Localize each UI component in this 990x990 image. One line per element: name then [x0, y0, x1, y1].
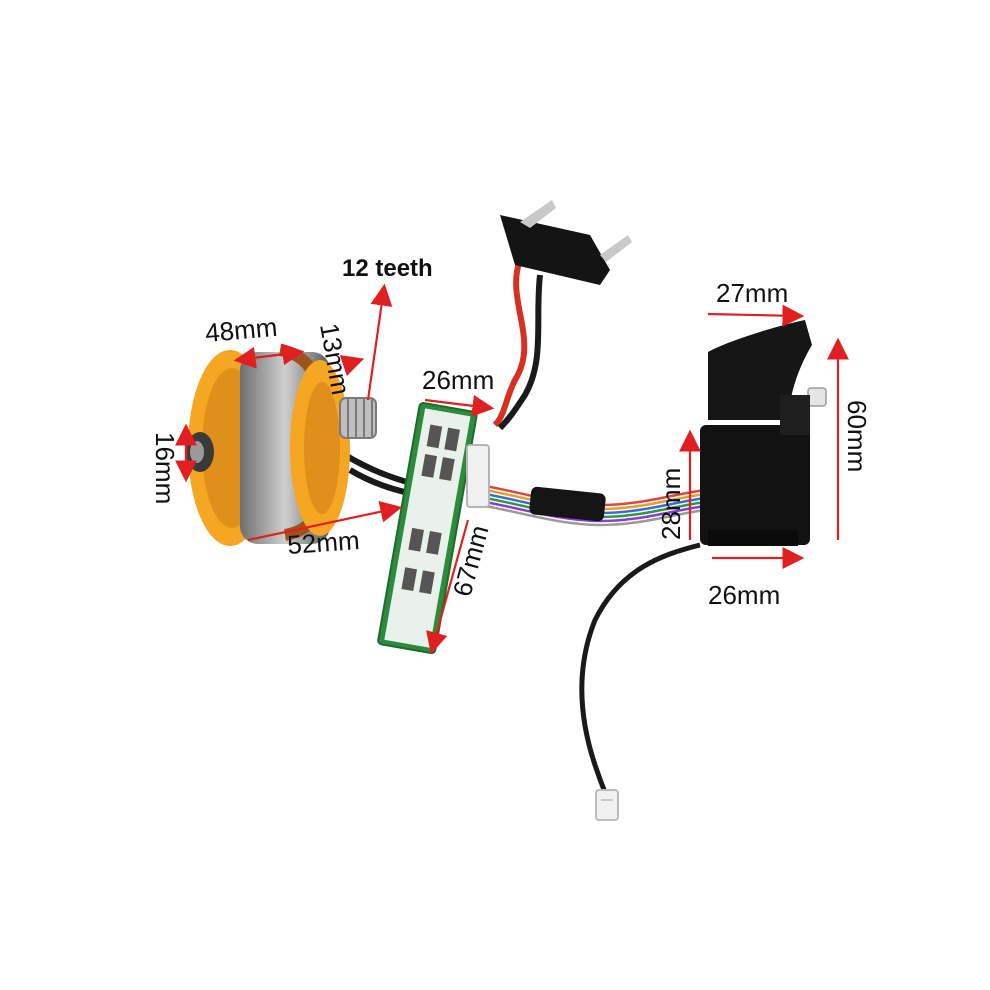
- dimension-arrows: [175, 283, 849, 655]
- battery-terminal: [500, 200, 632, 285]
- wire-harness: [343, 258, 706, 796]
- label-12-teeth: 12 teeth: [342, 255, 433, 282]
- label-27mm: 27mm: [716, 278, 788, 308]
- label-26mm-pcb: 26mm: [422, 365, 494, 395]
- label-26mm-switch: 26mm: [708, 580, 780, 610]
- brushless-motor: [186, 344, 377, 546]
- cable-connector: [595, 789, 619, 821]
- label-16mm: 16mm: [150, 432, 180, 504]
- trigger-switch: [700, 320, 827, 546]
- label-52mm: 52mm: [286, 525, 360, 560]
- control-pcb: [377, 402, 490, 655]
- label-48mm: 48mm: [204, 312, 279, 348]
- label-28mm: 28mm: [656, 468, 686, 540]
- label-60mm: 60mm: [842, 400, 872, 472]
